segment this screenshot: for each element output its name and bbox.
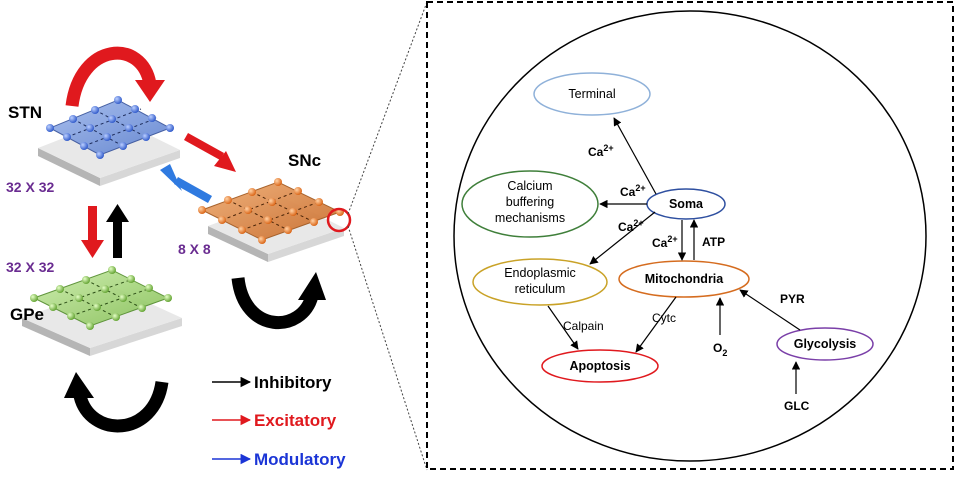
terminal-label: Terminal (568, 87, 615, 101)
er-to-apoptosis-arrow (547, 305, 579, 350)
ca-label-terminal: Ca2+ (588, 143, 614, 159)
glycolysis-node: Glycolysis (776, 327, 874, 361)
snc-to-stn-modulatory-arrow (160, 164, 212, 203)
selected-neuron-highlight (326, 207, 352, 233)
legend-excitatory-label: Excitatory (254, 411, 337, 430)
pyr-label: PYR (780, 292, 805, 306)
ca-label-calcium: Ca2+ (620, 183, 646, 199)
cytc-label: Cytc (652, 311, 676, 325)
mitochondria-label: Mitochondria (645, 272, 725, 286)
cell-boundary (453, 10, 927, 462)
soma-node: Soma (646, 188, 726, 220)
stn-grid (38, 96, 180, 186)
calpain-label: Calpain (563, 319, 604, 333)
glycolysis-to-mitochondria-arrow (739, 289, 801, 331)
calcium-buffering-node: Calcium buffering mechanisms (461, 170, 599, 238)
soma-to-terminal-arrow (613, 117, 657, 195)
stn-self-excitation-arrow (65, 46, 165, 108)
gpe-size-label: 32 X 32 (6, 259, 54, 275)
zoom-panel (426, 1, 954, 470)
ca-label-er: Ca2+ (618, 218, 644, 234)
snc-self-inhibition-arrow (231, 272, 326, 330)
gpe-to-stn-inhibitory-arrow (106, 204, 129, 258)
terminal-node: Terminal (533, 72, 651, 116)
er-label-1: Endoplasmic (504, 266, 576, 280)
endoplasmic-reticulum-node: Endoplasmic reticulum (472, 258, 608, 306)
stn-label: STN (8, 103, 42, 122)
apoptosis-label: Apoptosis (569, 359, 630, 373)
stn-to-snc-excitatory-arrow (184, 133, 236, 172)
legend-inhibitory: Inhibitory (212, 373, 332, 392)
stn-to-gpe-excitatory-arrow (81, 206, 104, 258)
glc-label: GLC (784, 399, 810, 413)
legend: Inhibitory Excitatory Modulatory (212, 373, 346, 469)
legend-excitatory: Excitatory (212, 411, 337, 430)
snc-size-label: 8 X 8 (178, 241, 211, 257)
zoom-line-bottom (347, 225, 428, 471)
legend-modulatory: Modulatory (212, 450, 346, 469)
calcium-label-3: mechanisms (495, 211, 565, 225)
apoptosis-node: Apoptosis (541, 349, 659, 383)
legend-inhibitory-label: Inhibitory (254, 373, 332, 392)
snc-label: SNc (288, 151, 321, 170)
soma-label: Soma (669, 197, 704, 211)
er-label-2: reticulum (515, 282, 566, 296)
ca-label-mitochondria: Ca2+ (652, 234, 678, 250)
soma-to-er-arrow (589, 211, 656, 265)
mitochondria-to-apoptosis-arrow (635, 296, 677, 353)
gpe-self-inhibition-arrow (64, 372, 169, 433)
gpe-grid (22, 266, 182, 356)
zoom-line-top (347, 1, 428, 215)
snc-grid (198, 178, 344, 262)
mitochondria-node: Mitochondria (618, 260, 750, 298)
calcium-label-1: Calcium (507, 179, 552, 193)
o2-label: O2 (713, 341, 727, 358)
stn-size-label: 32 X 32 (6, 179, 54, 195)
atp-label: ATP (702, 235, 725, 249)
glycolysis-label: Glycolysis (794, 337, 857, 351)
calcium-label-2: buffering (506, 195, 554, 209)
legend-modulatory-label: Modulatory (254, 450, 346, 469)
gpe-label: GPe (10, 305, 44, 324)
